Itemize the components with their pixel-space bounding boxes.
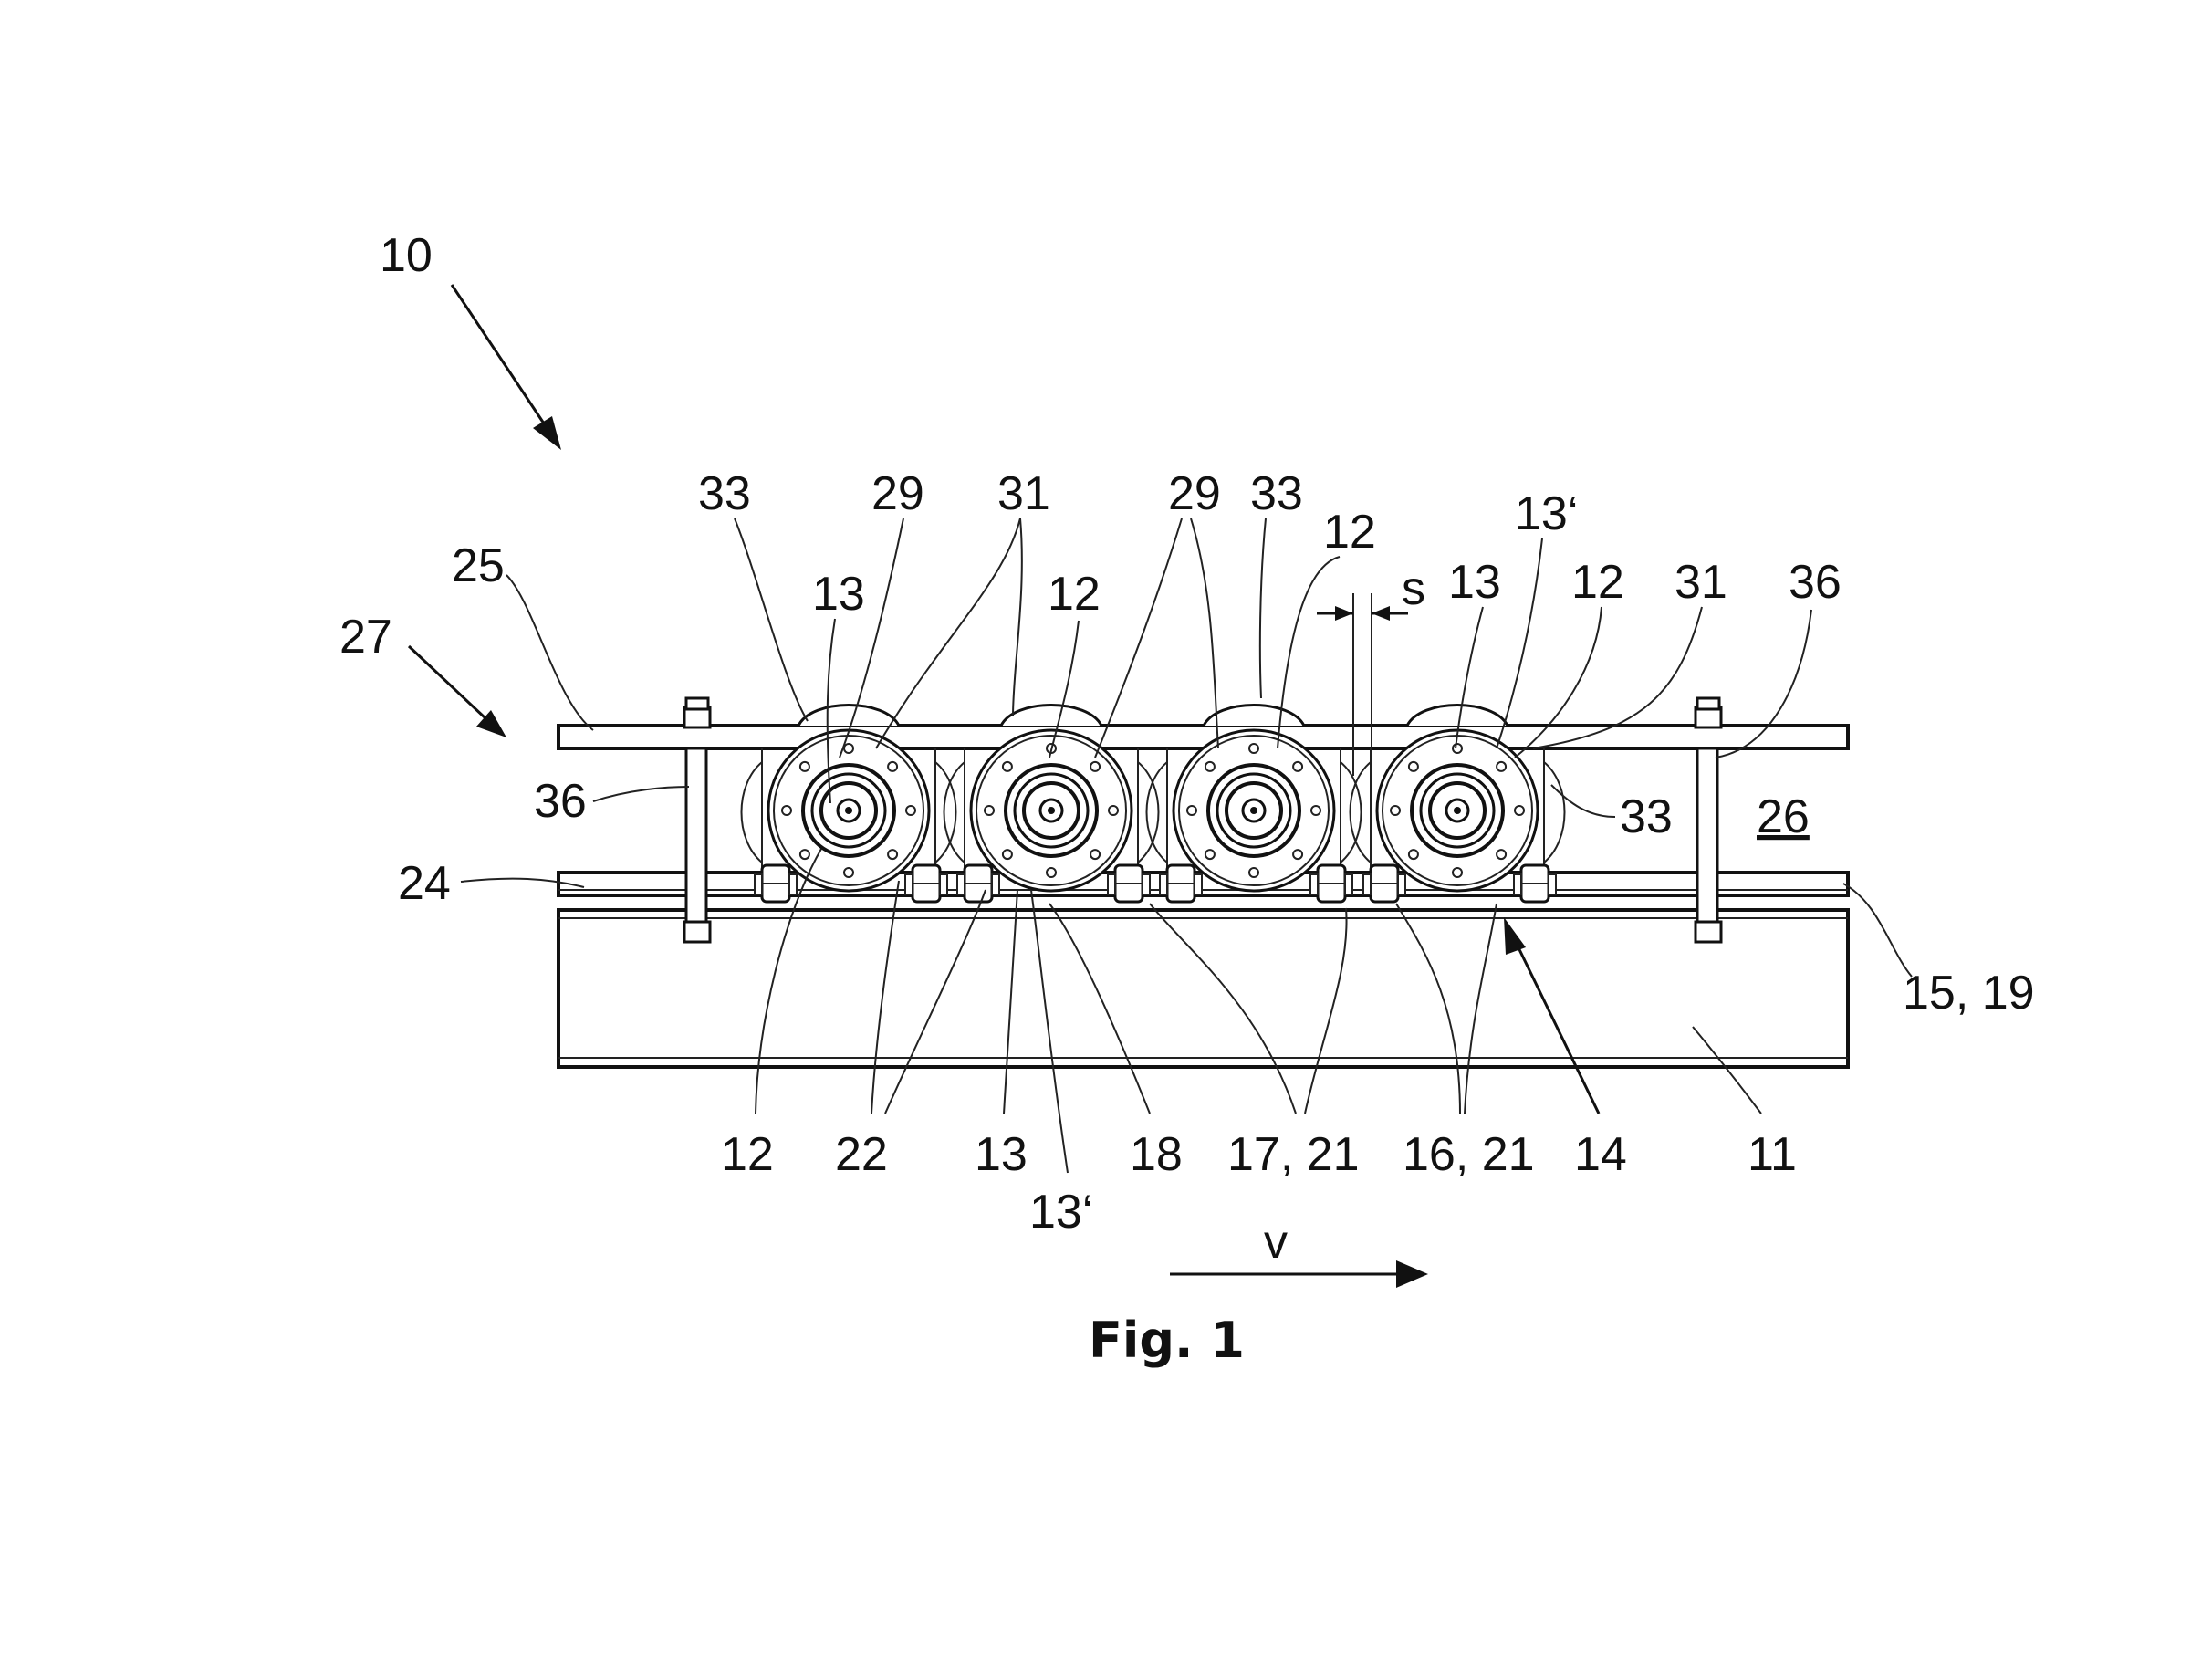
label-31-a: 31 <box>997 467 1050 520</box>
carriage-4 <box>1349 704 1566 904</box>
base-beam <box>557 908 1850 1069</box>
label-33-a: 33 <box>698 467 751 520</box>
label-18: 18 <box>1130 1128 1183 1181</box>
label-26: 26 <box>1757 790 1810 843</box>
label-13-a: 13 <box>812 568 865 621</box>
label-v: v <box>1264 1216 1288 1269</box>
label-27: 27 <box>339 611 392 664</box>
label-13-bottom: 13 <box>975 1128 1028 1181</box>
label-33-b: 33 <box>1250 467 1303 520</box>
label-12-bottom: 12 <box>721 1128 774 1181</box>
roller-carriages <box>740 704 1566 904</box>
label-29-b: 29 <box>1168 467 1221 520</box>
label-33-c: 33 <box>1620 790 1673 843</box>
label-14: 14 <box>1574 1128 1627 1181</box>
label-13-b: 13 <box>1448 556 1501 609</box>
label-13-prime-a: 13‘ <box>1515 487 1578 540</box>
label-31-b: 31 <box>1675 556 1727 609</box>
label-12-c: 12 <box>1571 556 1624 609</box>
label-17-21: 17, 21 <box>1227 1128 1360 1181</box>
label-s: s <box>1402 562 1425 615</box>
label-13-prime-bottom: 13‘ <box>1029 1186 1092 1239</box>
label-11: 11 <box>1748 1128 1797 1181</box>
label-25: 25 <box>452 539 505 592</box>
tie-rod-left <box>683 696 712 944</box>
carriage-2 <box>943 704 1160 904</box>
leader-lines <box>407 284 1913 1288</box>
label-12-b: 12 <box>1323 506 1376 559</box>
label-10: 10 <box>380 229 433 282</box>
upper-plate <box>557 724 1850 750</box>
label-29-a: 29 <box>871 467 924 520</box>
label-24: 24 <box>398 857 451 910</box>
label-15-19: 15, 19 <box>1903 967 2035 1019</box>
label-12-a: 12 <box>1048 568 1101 621</box>
label-36-right: 36 <box>1789 556 1842 609</box>
carriage-3 <box>1145 704 1362 904</box>
label-16-21: 16, 21 <box>1403 1128 1535 1181</box>
lower-plate <box>557 871 1850 897</box>
label-22: 22 <box>835 1128 888 1181</box>
label-36-left: 36 <box>534 775 587 828</box>
figure-caption: Fig. 1 <box>1089 1312 1245 1369</box>
tie-rod-right <box>1694 696 1723 944</box>
